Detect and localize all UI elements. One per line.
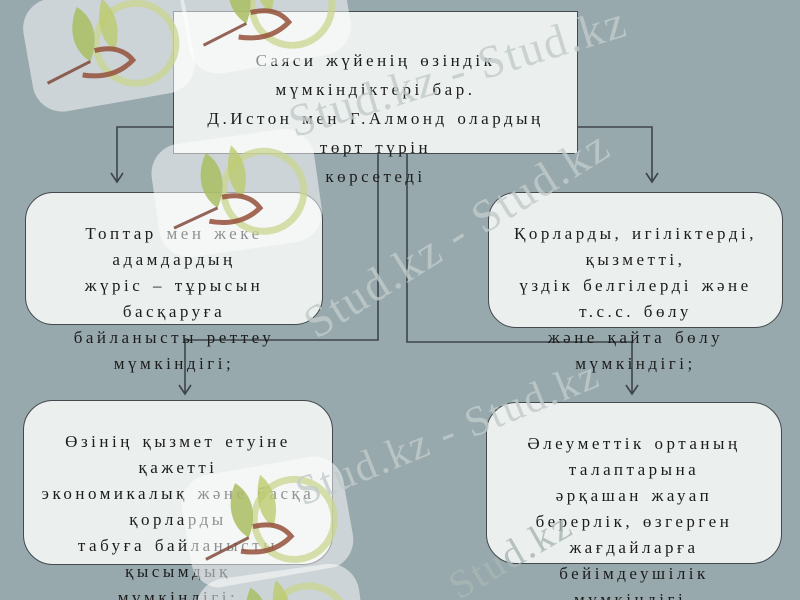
branch-box-text: Әлеуметтік ортаның талаптарына әрқашан ж… xyxy=(527,434,741,600)
branch-box-bottom-left: Өзінің қызмет етуіне қажетті экономикалы… xyxy=(23,400,333,600)
arrowhead-down-icon xyxy=(625,384,639,396)
branch-box-middle-right: Қорларды, игіліктерді, қызметті, үздік б… xyxy=(488,192,783,373)
arrowhead-down-icon xyxy=(645,172,659,184)
connector-root-to-bottom-right xyxy=(406,154,633,393)
connector-root-to-middle-right xyxy=(578,126,653,181)
branch-box-bottom-right: Әлеуметтік ортаның талаптарына әрқашан ж… xyxy=(486,402,782,600)
connector-root-to-middle-left xyxy=(116,126,173,181)
connector-root-to-bottom-left xyxy=(184,154,379,393)
branch-box-text: Өзінің қызмет етуіне қажетті экономикалы… xyxy=(41,432,315,600)
arrowhead-down-icon xyxy=(178,384,192,396)
root-box-text: Саяси жүйенің өзіндік мүмкіндіктері бар.… xyxy=(207,51,544,186)
arrowhead-down-icon xyxy=(110,172,124,184)
branch-box-middle-left: Топтар мен жеке адамдардың жүріс – тұрыс… xyxy=(25,192,323,373)
root-box: Саяси жүйенің өзіндік мүмкіндіктері бар.… xyxy=(173,11,578,186)
branch-box-text: Топтар мен жеке адамдардың жүріс – тұрыс… xyxy=(73,224,275,373)
branch-box-text: Қорларды, игіліктерді, қызметті, үздік б… xyxy=(514,224,757,373)
